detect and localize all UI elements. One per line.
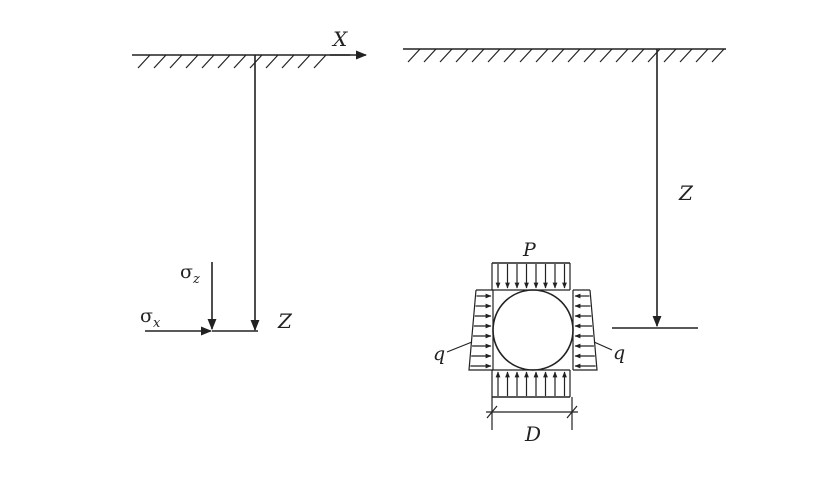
left-depth-label: Z xyxy=(277,309,293,333)
hatch-mark xyxy=(217,54,231,69)
hatch-mark xyxy=(583,48,597,63)
hatch-mark xyxy=(249,54,263,69)
left-lateral-label: q xyxy=(433,343,445,365)
right-depth-label: Z xyxy=(678,181,694,205)
hatch-mark xyxy=(233,54,247,69)
sigma-x-label: σx xyxy=(140,305,161,331)
hatch-mark xyxy=(487,48,501,63)
hatch-mark xyxy=(519,48,533,63)
top-load-label: P xyxy=(522,239,537,261)
x-axis-label: X xyxy=(331,27,348,51)
hatch-mark xyxy=(631,48,645,63)
right-lateral-label: q xyxy=(613,342,625,364)
hatch-mark xyxy=(695,48,709,63)
pipe-circle xyxy=(492,289,574,371)
left-q-leader xyxy=(446,341,473,353)
left-lateral-trapezoid xyxy=(468,289,493,371)
hatch-mark xyxy=(647,48,661,63)
hatch-mark xyxy=(169,54,183,69)
right-panel: Z P xyxy=(403,48,726,446)
hatch-mark xyxy=(679,48,693,63)
hatch-mark xyxy=(535,48,549,63)
left-lateral-arrows xyxy=(470,293,492,369)
hatch-mark xyxy=(153,54,167,69)
hatch-mark xyxy=(201,54,215,69)
hatch-mark xyxy=(503,48,517,63)
hatch-mark xyxy=(439,48,453,63)
hatch-mark xyxy=(281,54,295,69)
left-ground-hatching xyxy=(137,54,327,69)
top-load-arrows xyxy=(495,264,567,289)
hatch-mark xyxy=(567,48,581,63)
bottom-reaction-arrows xyxy=(495,371,567,396)
hatch-mark xyxy=(663,48,677,63)
hatch-mark xyxy=(711,48,725,63)
diameter-label: D xyxy=(524,422,541,446)
hatch-mark xyxy=(599,48,613,63)
hatch-mark xyxy=(137,54,151,69)
pipe-cross-section: P q q xyxy=(433,239,625,446)
right-lateral-arrows xyxy=(574,293,596,369)
left-panel: X Z σz σx xyxy=(132,27,368,336)
hatch-mark xyxy=(313,54,327,69)
sigma-z-label: σz xyxy=(180,261,200,287)
hatch-mark xyxy=(455,48,469,63)
right-ground-hatching xyxy=(407,48,725,63)
hatch-mark xyxy=(551,48,565,63)
right-q-leader xyxy=(593,341,613,351)
hatch-mark xyxy=(265,54,279,69)
hatch-mark xyxy=(297,54,311,69)
right-lateral-trapezoid xyxy=(573,289,598,371)
hatch-mark xyxy=(471,48,485,63)
hatch-mark xyxy=(615,48,629,63)
hatch-mark xyxy=(423,48,437,63)
hatch-mark xyxy=(407,48,421,63)
hatch-mark xyxy=(185,54,199,69)
